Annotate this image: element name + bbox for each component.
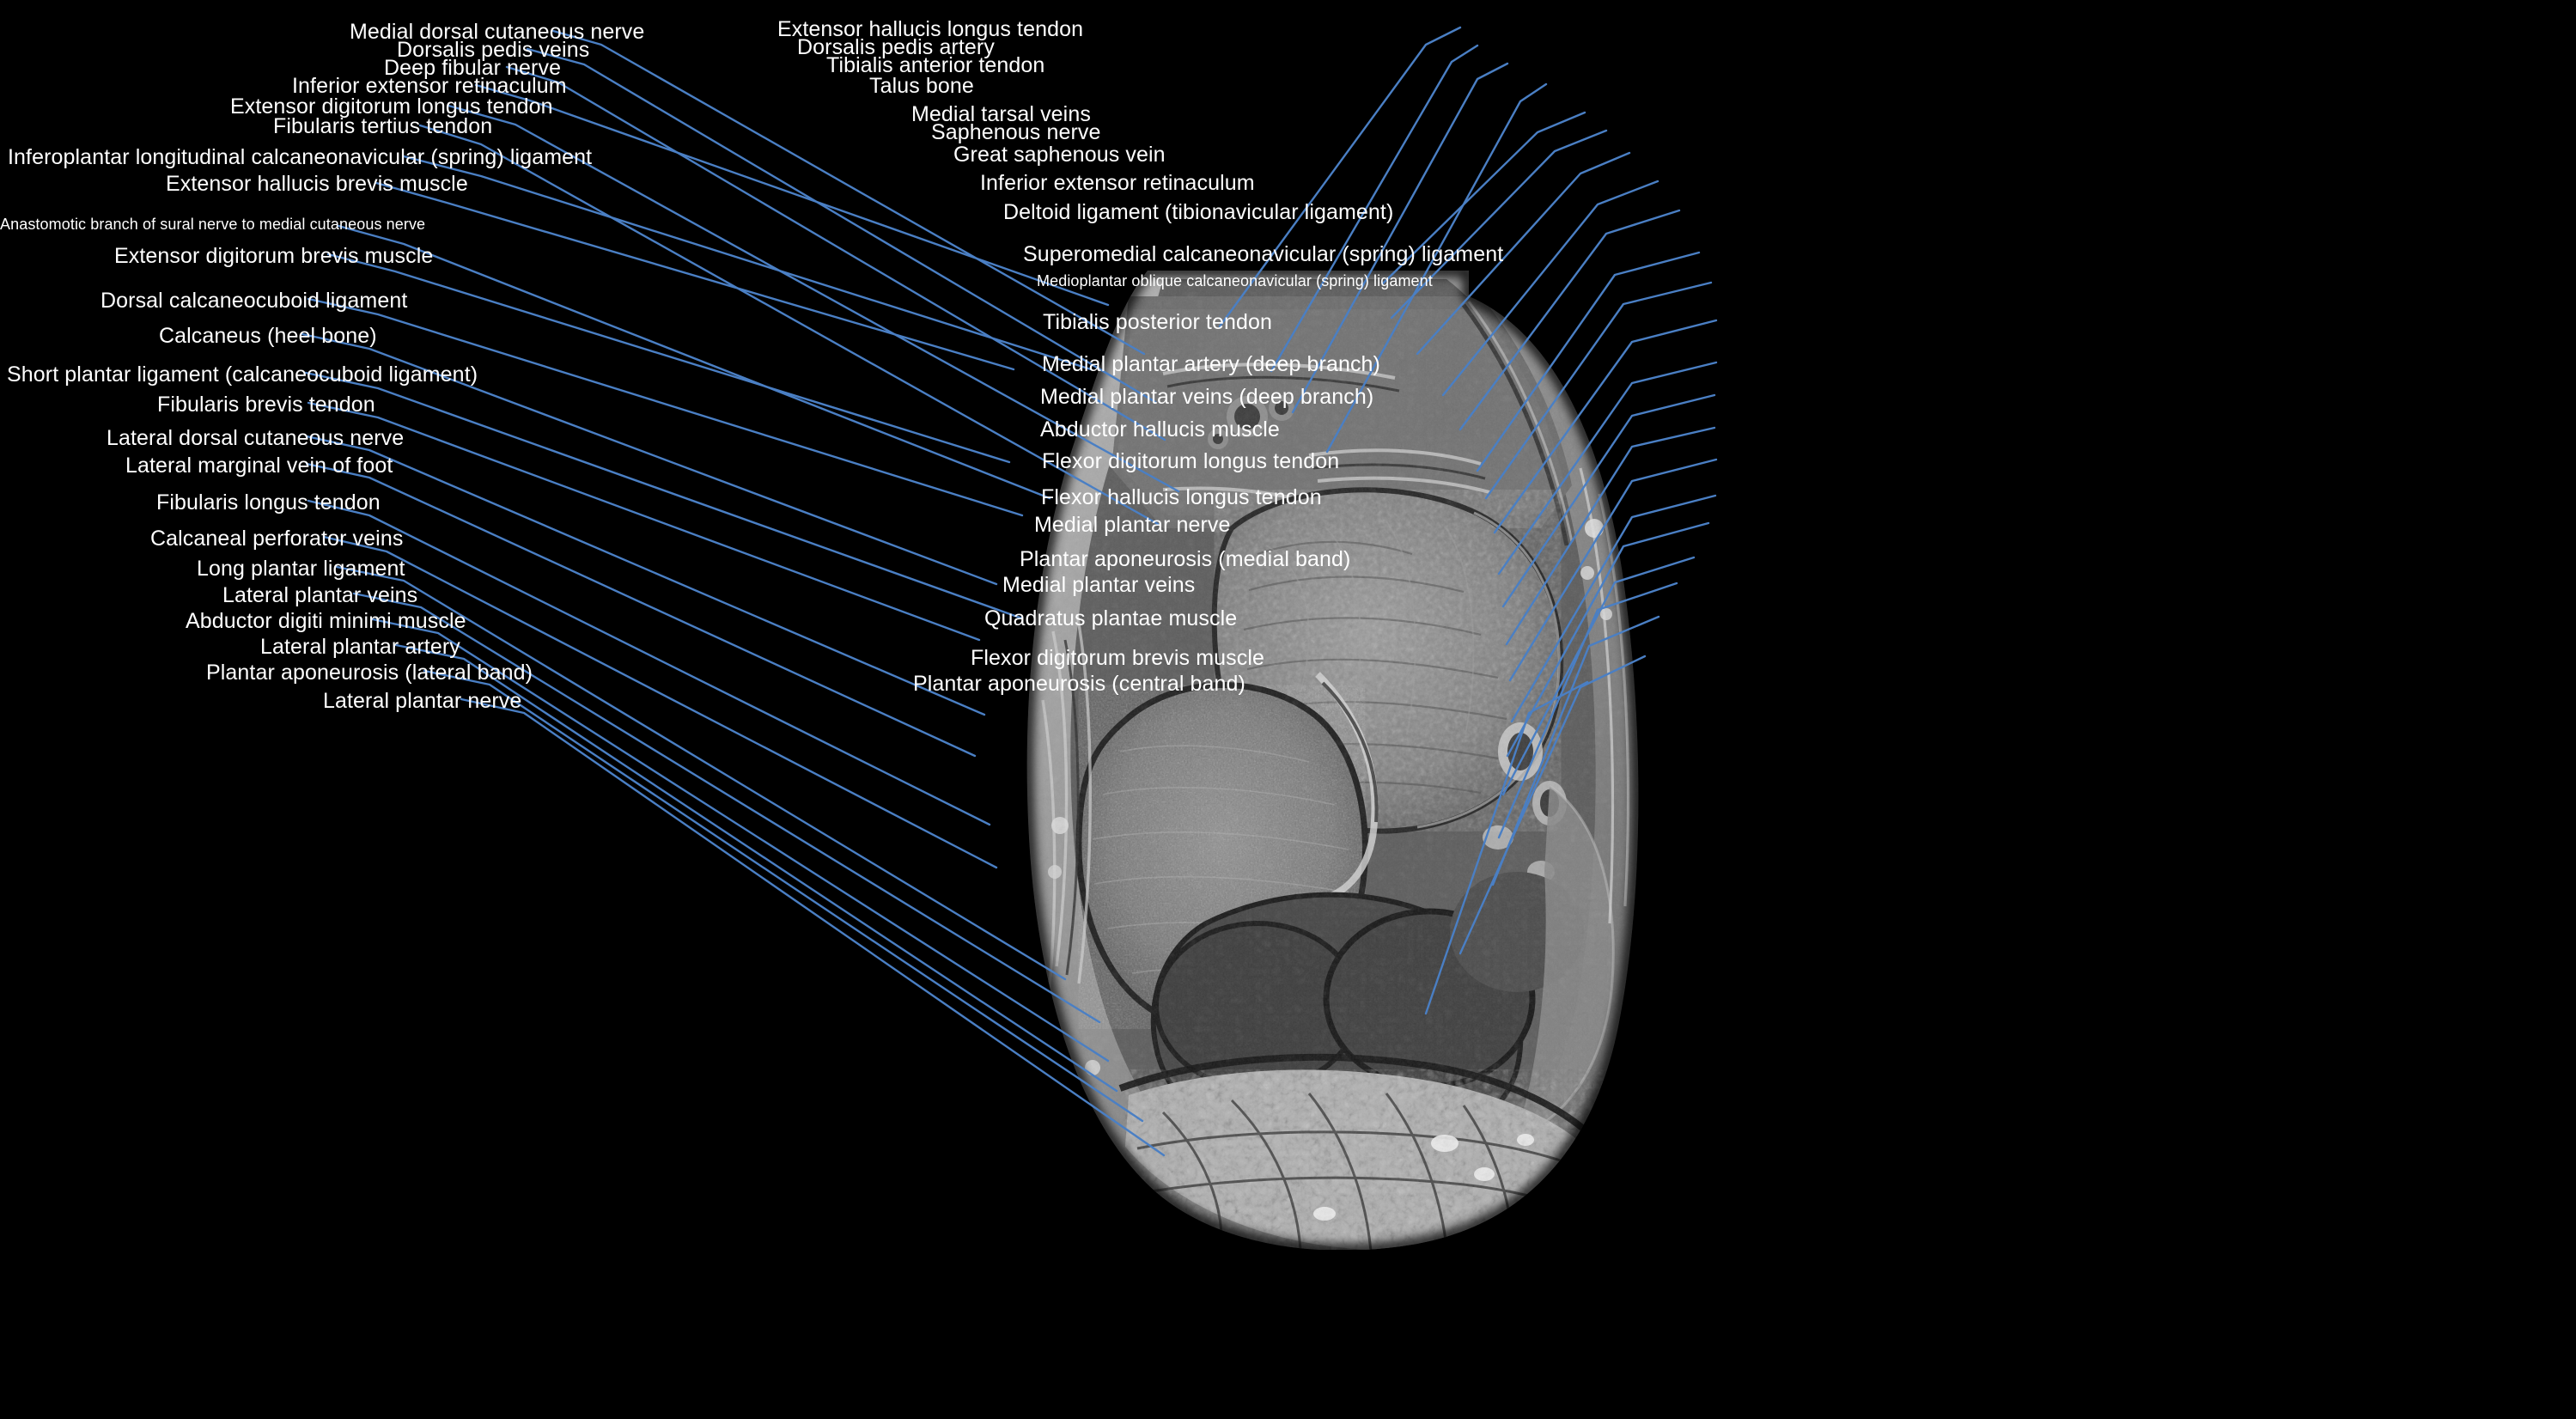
label-extensor-hallucis-brevis-muscle: Extensor hallucis brevis muscle: [166, 172, 468, 196]
label-short-plantar-ligament-calcaneocuboid-ligament: Short plantar ligament (calcaneocuboid l…: [7, 362, 478, 387]
label-lateral-dorsal-cutaneous-nerve: Lateral dorsal cutaneous nerve: [107, 426, 405, 450]
label-inferior-extensor-retinaculum: Inferior extensor retinaculum: [980, 171, 1255, 195]
label-medial-plantar-nerve: Medial plantar nerve: [1034, 513, 1231, 537]
label-flexor-digitorum-longus-tendon: Flexor digitorum longus tendon: [1042, 449, 1340, 473]
label-dorsalis-pedis-veins: Dorsalis pedis veins: [397, 38, 590, 62]
label-tibialis-posterior-tendon: Tibialis posterior tendon: [1043, 310, 1272, 334]
label-extensor-digitorum-brevis-muscle: Extensor digitorum brevis muscle: [114, 244, 434, 268]
label-flexor-hallucis-longus-tendon: Flexor hallucis longus tendon: [1041, 485, 1322, 509]
label-calcaneus-heel-bone: Calcaneus (heel bone): [159, 324, 377, 348]
leader-line-left-7: [375, 181, 1015, 371]
label-medial-tarsal-veins: Medial tarsal veins: [911, 102, 1091, 126]
label-saphenous-nerve: Saphenous nerve: [931, 120, 1101, 144]
label-tibialis-anterior-tendon: Tibialis anterior tendon: [826, 53, 1045, 77]
label-medioplantar-oblique-calcaneonavicular-spring-ligament: Medioplantar oblique calcaneonavicular (…: [1037, 272, 1433, 289]
label-long-plantar-ligament: Long plantar ligament: [197, 557, 405, 581]
leader-line-left-10: [307, 297, 1024, 517]
label-dorsalis-pedis-artery: Dorsalis pedis artery: [797, 35, 995, 59]
leader-line-left-9: [326, 253, 1011, 464]
label-inferior-extensor-retinaculum: Inferior extensor retinaculum: [292, 74, 567, 98]
label-medial-plantar-artery-deep-branch: Medial plantar artery (deep branch): [1042, 352, 1380, 376]
label-calcaneal-perforator-veins: Calcaneal perforator veins: [150, 527, 404, 551]
leader-line-left-12: [304, 371, 1024, 620]
label-inferoplantar-longitudinal-calcaneonavicular-spring-ligament: Inferoplantar longitudinal calcaneonavic…: [8, 145, 593, 169]
label-superomedial-calcaneonavicular-spring-ligament: Superomedial calcaneonavicular (spring) …: [1023, 242, 1504, 266]
label-flexor-digitorum-brevis-muscle: Flexor digitorum brevis muscle: [971, 646, 1264, 670]
label-lateral-plantar-nerve: Lateral plantar nerve: [323, 689, 522, 713]
label-talus-bone: Talus bone: [869, 74, 974, 98]
label-deep-fibular-nerve: Deep fibular nerve: [384, 56, 562, 80]
label-plantar-aponeurosis-central-band: Plantar aponeurosis (central band): [913, 672, 1245, 696]
label-medial-plantar-veins: Medial plantar veins: [1002, 573, 1196, 597]
label-abductor-digiti-minimi-muscle: Abductor digiti minimi muscle: [186, 609, 466, 633]
label-dorsal-calcaneocuboid-ligament: Dorsal calcaneocuboid ligament: [100, 289, 408, 313]
label-plantar-aponeurosis-medial-band: Plantar aponeurosis (medial band): [1020, 547, 1351, 571]
label-medial-plantar-veins-deep-branch: Medial plantar veins (deep branch): [1040, 385, 1374, 409]
label-medial-dorsal-cutaneous-nerve: Medial dorsal cutaneous nerve: [350, 20, 645, 44]
label-deltoid-ligament-tibionavicular-ligament: Deltoid ligament (tibionavicular ligamen…: [1003, 200, 1394, 224]
label-great-saphenous-vein: Great saphenous vein: [953, 143, 1166, 167]
label-fibularis-tertius-tendon: Fibularis tertius tendon: [273, 114, 493, 138]
label-extensor-hallucis-longus-tendon: Extensor hallucis longus tendon: [777, 17, 1084, 41]
label-plantar-aponeurosis-lateral-band: Plantar aponeurosis (lateral band): [206, 661, 533, 685]
label-lateral-marginal-vein-of-foot: Lateral marginal vein of foot: [125, 454, 393, 478]
label-fibularis-brevis-tendon: Fibularis brevis tendon: [157, 393, 375, 417]
label-anastomotic-branch-of-sural-nerve-to-medial-cutaneous-nerve: Anastomotic branch of sural nerve to med…: [0, 216, 426, 233]
label-lateral-plantar-veins: Lateral plantar veins: [222, 583, 418, 607]
label-abductor-hallucis-muscle: Abductor hallucis muscle: [1040, 417, 1280, 442]
label-lateral-plantar-artery: Lateral plantar artery: [260, 635, 460, 659]
label-extensor-digitorum-longus-tendon: Extensor digitorum longus tendon: [230, 94, 553, 119]
label-quadratus-plantae-muscle: Quadratus plantae muscle: [984, 606, 1238, 630]
label-fibularis-longus-tendon: Fibularis longus tendon: [156, 490, 381, 515]
